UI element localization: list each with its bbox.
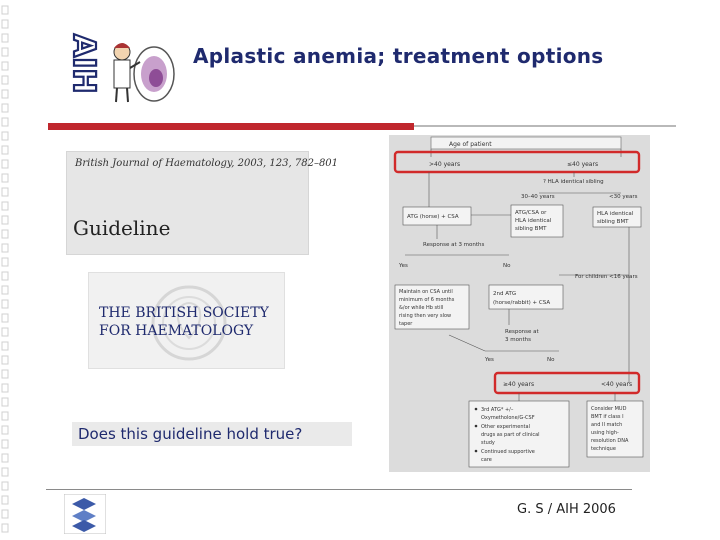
guideline-question: Does this guideline hold true? xyxy=(72,422,352,446)
hla-bmt-l2: sibling BMT xyxy=(597,219,629,225)
journal-heading: Guideline xyxy=(73,216,171,240)
over-40-label: >40 years xyxy=(429,161,460,168)
opt-l4: drugs as part of clinical xyxy=(481,432,540,438)
opt-l6: Continued supportive xyxy=(481,449,535,455)
slide-title: Aplastic anemia; treatment options xyxy=(193,44,604,68)
flowchart-svg: Age of patient >40 years ≤40 years ? HLA… xyxy=(389,135,650,472)
title-divider-gray xyxy=(414,125,676,127)
under-40-label: ≤40 years xyxy=(567,161,598,168)
maintain-l2: minimum of 6 months xyxy=(399,297,455,303)
atg-horse-text: ATG (horse) + CSA xyxy=(407,214,459,220)
hla-bmt-box xyxy=(592,206,642,228)
mud-l5: resolution DNA xyxy=(591,438,629,444)
maintain-l4: rising then very slow xyxy=(399,313,451,319)
maintain-l5: taper xyxy=(399,321,413,327)
opt-l7: care xyxy=(481,457,492,463)
mud-l4: using high- xyxy=(591,430,619,436)
second-atg-l2: (horse/rabbit) + CSA xyxy=(493,300,550,306)
atg-csa-box xyxy=(510,204,564,238)
mud-l2: BMT if class I xyxy=(591,414,624,420)
journal-citation: British Journal of Haematology, 2003, 12… xyxy=(75,158,339,169)
second-atg-l1: 2nd ATG xyxy=(493,291,516,297)
over-40b-label: ≥40 years xyxy=(503,381,534,388)
hla-question: ? HLA identical sibling xyxy=(543,179,604,185)
bsh-seal-icon xyxy=(151,285,227,361)
age-header-box xyxy=(430,136,622,150)
age-highlight-box xyxy=(393,150,641,174)
mud-l1: Consider MUD xyxy=(591,406,627,412)
bsh-name-line2: FOR HAEMATOLOGY xyxy=(99,323,254,339)
response2-l1: Response at xyxy=(505,329,540,335)
footer-divider xyxy=(46,489,632,490)
atg-csa-l2: HLA identical xyxy=(515,218,552,224)
aih-logo-icon: AIH xyxy=(62,30,102,112)
age-under-30-label: <30 years xyxy=(609,194,638,200)
aih-logo-text: AIH xyxy=(66,34,101,94)
yes-label: Yes xyxy=(398,263,408,269)
under-40b-label: <40 years xyxy=(601,381,632,388)
age-highlight-box-2 xyxy=(493,371,641,395)
response-3m-label: Response at 3 months xyxy=(423,242,485,248)
hla-bmt-l1: HLA identical xyxy=(597,211,634,217)
opt-l1: 3rd ATG* +/– xyxy=(481,407,514,413)
opt-l5: study xyxy=(481,440,495,446)
bsh-name-line1: THE BRITISH SOCIETY xyxy=(99,305,269,321)
age-header-text: Age of patient xyxy=(449,141,492,148)
mud-l3: and II match xyxy=(591,422,622,428)
journal-citation-image: British Journal of Haematology, 2003, 12… xyxy=(66,151,338,255)
yes2-label: Yes xyxy=(484,357,494,363)
mud-bmt-box xyxy=(586,400,644,458)
no-label: No xyxy=(503,263,511,269)
footer-logo-icon xyxy=(64,494,106,534)
bsh-logo-image: THE BRITISH SOCIETY FOR HAEMATOLOGY xyxy=(88,272,285,369)
response2-l2: 3 months xyxy=(505,337,531,343)
mud-l6: technique xyxy=(591,446,616,452)
opt-l3: Other experimental xyxy=(481,424,530,430)
children-label: For children <16 years xyxy=(575,274,638,280)
bsh-name: THE BRITISH SOCIETY FOR HAEMATOLOGY xyxy=(99,304,279,340)
doctor-illustration-icon xyxy=(113,43,175,103)
maintain-l3: &/or while Hb still xyxy=(399,305,443,311)
footer-credit: G. S / AIH 2006 xyxy=(517,502,616,517)
second-atg-box xyxy=(488,284,564,310)
atg-csa-l3: sibling BMT xyxy=(515,226,547,232)
maintain-csa-box xyxy=(394,284,470,330)
age-30-40-label: 30–40 years xyxy=(521,194,555,200)
atg-csa-l1: ATG/CSA or xyxy=(515,210,547,216)
title-divider-red xyxy=(48,123,414,130)
treatment-flowchart: Age of patient >40 years ≤40 years ? HLA… xyxy=(389,135,650,472)
no2-label: No xyxy=(547,357,555,363)
opt-l2: Oxymetholone/G-CSF xyxy=(481,415,535,421)
edge-decoration xyxy=(1,5,9,533)
maintain-l1: Maintain on CSA until xyxy=(399,289,453,295)
